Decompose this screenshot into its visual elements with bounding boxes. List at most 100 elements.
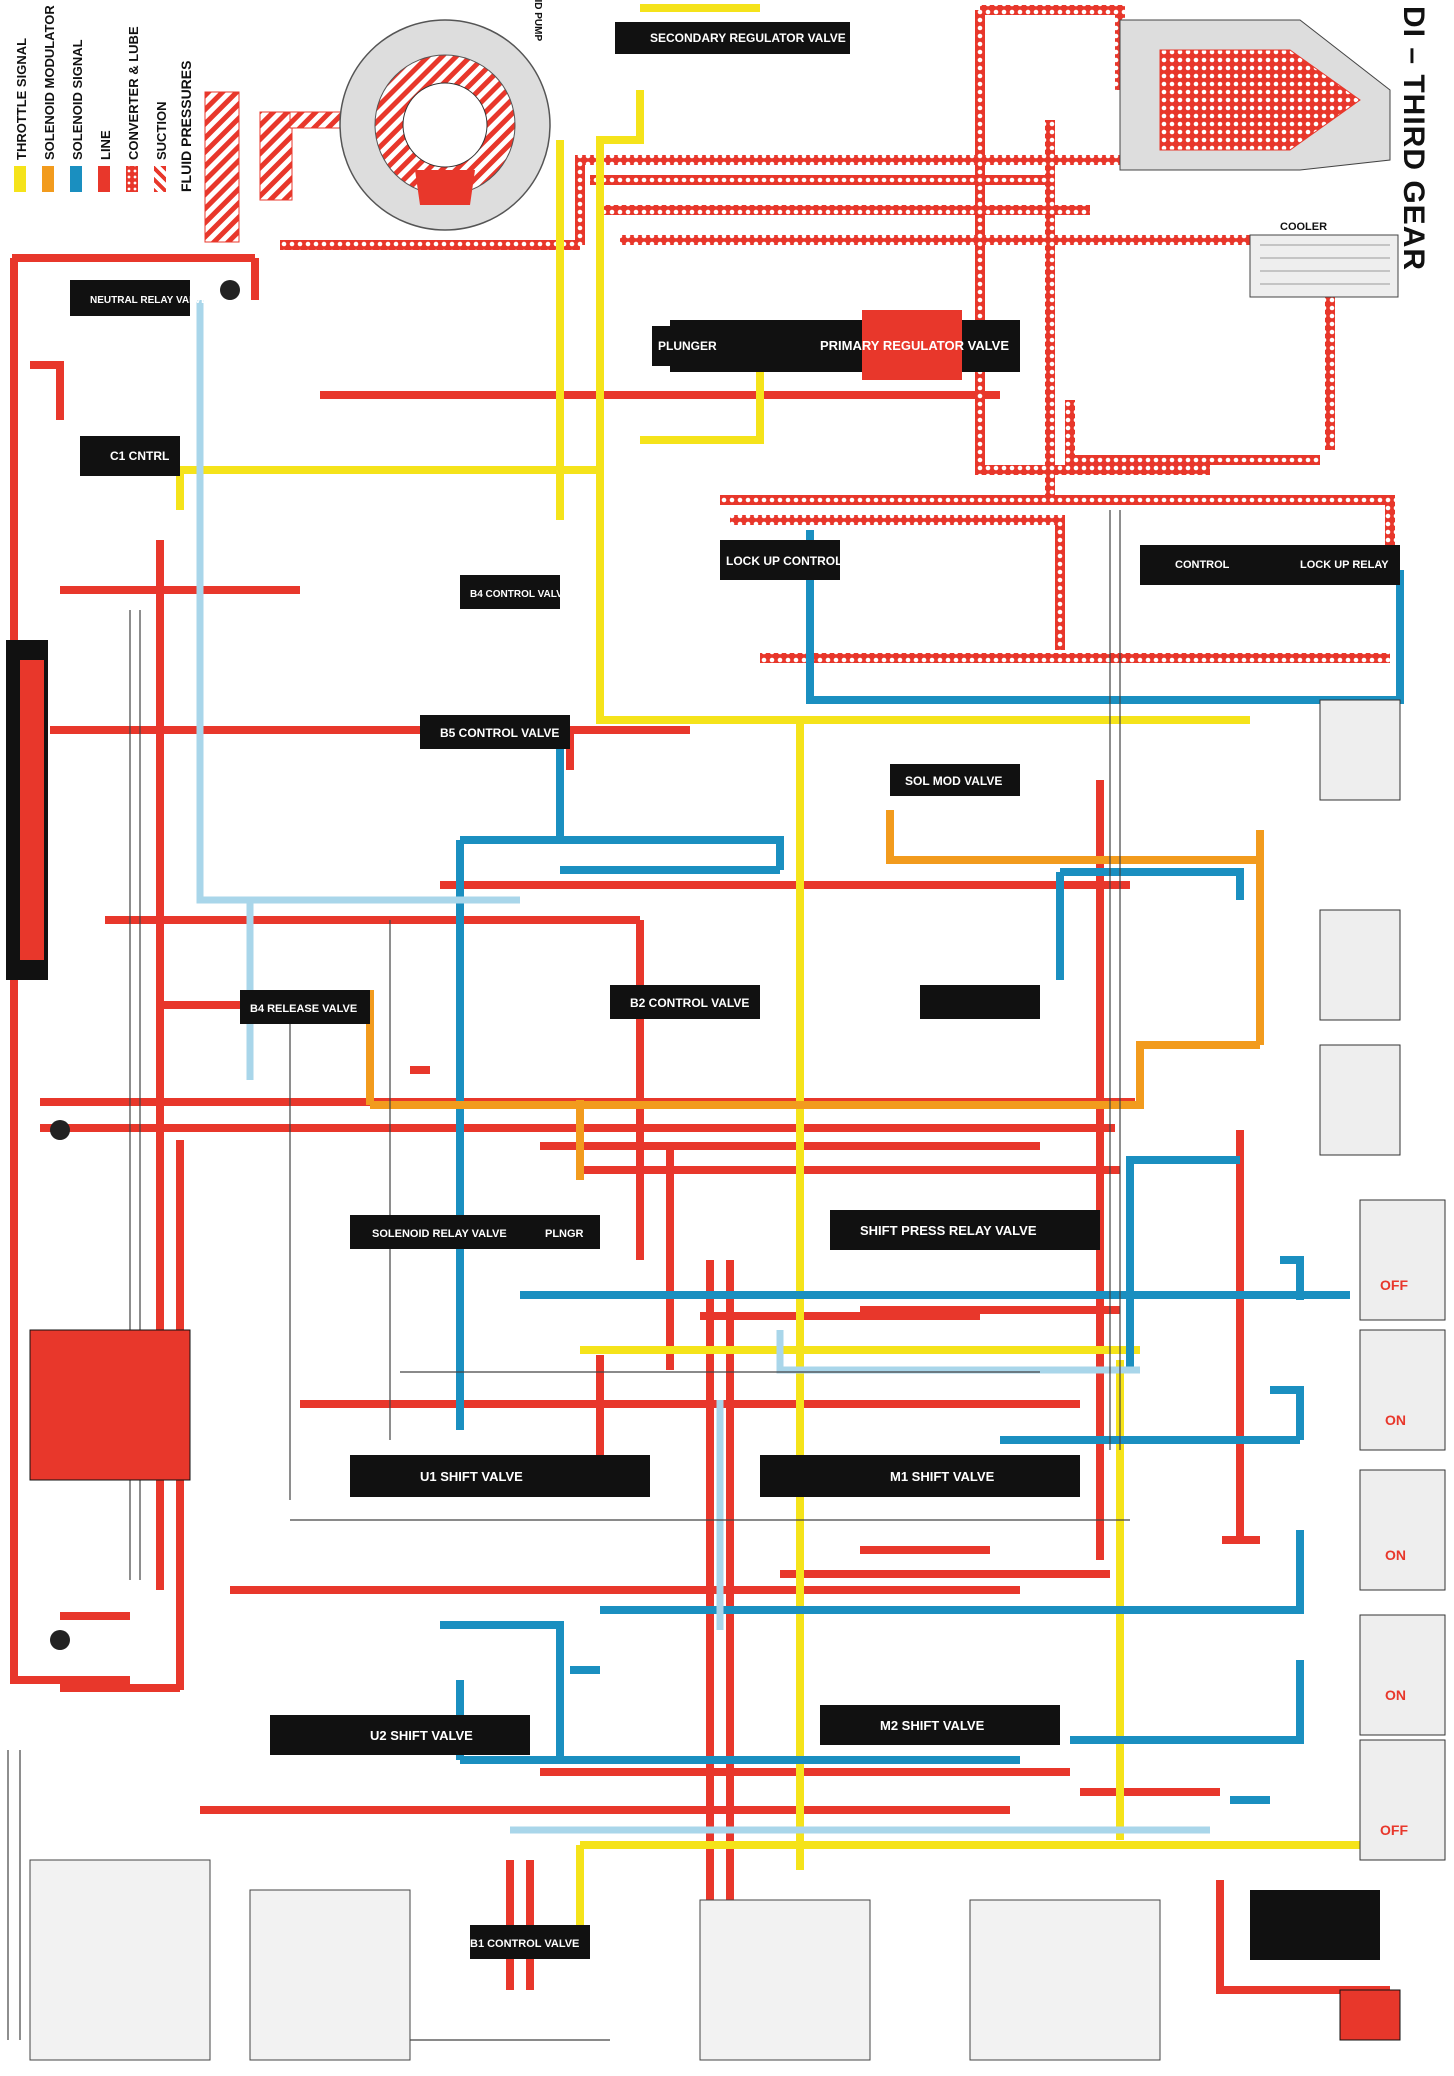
throttle-passages bbox=[176, 4, 1390, 1930]
lube-4b bbox=[720, 495, 1395, 560]
signal-13 bbox=[806, 530, 1404, 704]
ss5-solenoid bbox=[1359, 1199, 1446, 1321]
signal-12d bbox=[1126, 1156, 1240, 1370]
solenoid-mod-passages bbox=[366, 810, 1264, 1180]
signal-16 bbox=[600, 1530, 1304, 1614]
clutch-b2-b1 bbox=[699, 1899, 871, 2061]
fluid-sump bbox=[204, 91, 240, 243]
label-solenoid-relay: SOLENOID RELAY VALVE bbox=[372, 1228, 507, 1240]
b1-control-body bbox=[470, 1925, 590, 1959]
label-b4-release: B4 RELEASE VALVE bbox=[250, 1003, 357, 1015]
shift-press-body bbox=[920, 985, 1040, 1019]
m1-shift-body bbox=[760, 1455, 1080, 1497]
label-sol-mod: SOL MOD VALVE bbox=[905, 774, 1002, 788]
b2-control-body bbox=[610, 985, 760, 1019]
slu-solenoid bbox=[1319, 1044, 1401, 1156]
passage-26-accum bbox=[1216, 1880, 1390, 1994]
filter bbox=[259, 111, 293, 201]
lube-5b bbox=[975, 10, 1210, 475]
signal-18 bbox=[1280, 1256, 1304, 1300]
cooler-fins bbox=[1260, 244, 1390, 285]
c1-cntrl-body bbox=[80, 436, 180, 476]
ss4-solenoid bbox=[1359, 1329, 1446, 1451]
valve-bodies bbox=[6, 22, 1446, 2061]
solenoid-relay-body bbox=[350, 1215, 600, 1249]
label-plunger: PLUNGER bbox=[658, 339, 717, 353]
shift-press-relay-body bbox=[830, 1210, 1100, 1250]
check-ball-8 bbox=[50, 1120, 70, 1140]
label-u1-shift: U1 SHIFT VALVE bbox=[420, 1469, 523, 1484]
label-primary-regulator: PRIMARY REGULATOR VALVE bbox=[820, 338, 1009, 353]
exh-14a bbox=[196, 300, 520, 904]
ss1-solenoid bbox=[1359, 1739, 1446, 1861]
sls-solenoid bbox=[1319, 909, 1401, 1021]
b5-control-body bbox=[420, 715, 570, 749]
component-labels: SECONDARY REGULATOR VALVE PRIMARY REGULA… bbox=[90, 0, 1408, 1950]
label-c1-cntrl: C1 CNTRL bbox=[110, 449, 169, 463]
label-off-ss1: OFF bbox=[1380, 1822, 1408, 1838]
pump-outlet bbox=[415, 170, 475, 205]
u2-shift-body bbox=[270, 1715, 530, 1755]
band-servo bbox=[29, 1329, 191, 1481]
label-on-ss2: ON bbox=[1385, 1687, 1406, 1703]
ss2-solenoid bbox=[1359, 1614, 1446, 1736]
m2-shift-body bbox=[820, 1705, 1060, 1745]
label-lock-up-control: LOCK UP CONTROL bbox=[726, 554, 842, 568]
throttle-10a bbox=[176, 90, 644, 510]
neutral-relay-body bbox=[70, 280, 190, 316]
label-m2-shift: M2 SHIFT VALVE bbox=[880, 1718, 985, 1733]
label-lock-up-relay: LOCK UP RELAY bbox=[1300, 559, 1389, 571]
cooler-core bbox=[1249, 234, 1399, 298]
plunger-body bbox=[652, 326, 714, 366]
c1-accumulator bbox=[1339, 1989, 1401, 2041]
solenoid-signal-passages bbox=[440, 530, 1404, 1804]
signal-50 bbox=[440, 1621, 564, 1760]
lube-5 bbox=[980, 5, 1125, 90]
mod-9a bbox=[886, 810, 1264, 864]
label-u2-shift: U2 SHIFT VALVE bbox=[370, 1728, 473, 1743]
b4-control-body bbox=[460, 575, 560, 609]
label-fluid-pump: FLUID PUMP bbox=[532, 0, 543, 41]
label-plngr: PLNGR bbox=[545, 1228, 584, 1240]
label-cooler: COOLER bbox=[1280, 221, 1327, 233]
slt-accumulator bbox=[1250, 1890, 1380, 1960]
signal-17 bbox=[1270, 1386, 1304, 1440]
signal-15 bbox=[1070, 1660, 1304, 1744]
label-neutral-relay: NEUTRAL RELAY VALVE bbox=[90, 295, 208, 306]
lube-9 bbox=[1065, 400, 1320, 465]
passage-26b bbox=[30, 361, 64, 420]
converter-fluid bbox=[1159, 49, 1361, 151]
exh-14c bbox=[776, 1330, 1140, 1374]
primary-regulator-line bbox=[862, 310, 962, 380]
label-b4-control: B4 CONTROL VALVE bbox=[470, 589, 570, 600]
label-control: CONTROL bbox=[1175, 559, 1230, 571]
label-m1-shift: M1 SHIFT VALVE bbox=[890, 1469, 995, 1484]
lube-3 bbox=[575, 155, 1180, 245]
label-on-ss4: ON bbox=[1385, 1412, 1406, 1428]
label-b5-control: B5 CONTROL VALVE bbox=[440, 726, 559, 740]
clutch-c1-c2 bbox=[969, 1899, 1161, 2061]
diagram-title: DI – THIRD GEAR bbox=[1397, 6, 1430, 272]
label-shift-press-relay: SHIFT PRESS RELAY VALVE bbox=[860, 1223, 1037, 1238]
signal-13b bbox=[460, 836, 784, 870]
ss3-solenoid bbox=[1359, 1469, 1446, 1591]
line-pressure-passages bbox=[10, 254, 1390, 1994]
b4-release-body bbox=[240, 990, 370, 1024]
check-ball-9 bbox=[50, 1630, 70, 1650]
sol-mod-body bbox=[890, 764, 1020, 796]
manual-valve-line bbox=[20, 660, 44, 960]
check-ball-12 bbox=[220, 280, 240, 300]
throttle-10c bbox=[596, 470, 1250, 724]
u1-shift-body bbox=[350, 1455, 650, 1497]
label-b1-control: B1 CONTROL VALVE bbox=[470, 1938, 579, 1950]
clutch-b3 bbox=[249, 1889, 411, 2061]
fluid-pump bbox=[339, 19, 551, 231]
label-on-ss3: ON bbox=[1385, 1547, 1406, 1563]
label-b2-control: B2 CONTROL VALVE bbox=[630, 996, 749, 1010]
lube-3b bbox=[730, 515, 1065, 650]
pump-hub bbox=[402, 82, 488, 168]
control-body bbox=[1140, 545, 1270, 585]
slt-solenoid bbox=[1319, 699, 1401, 801]
